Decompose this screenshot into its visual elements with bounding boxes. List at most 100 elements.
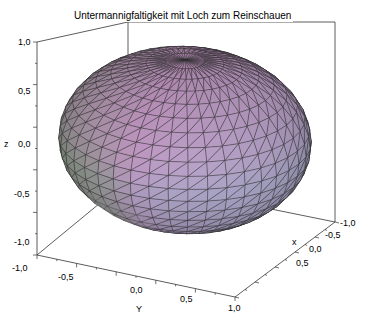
tick-mark: [76, 263, 77, 267]
mesh-facet: [86, 174, 99, 186]
axis-label: Y: [136, 305, 142, 314]
tick-mark: [33, 127, 37, 128]
mesh-facet: [177, 79, 186, 91]
mesh-facet: [169, 147, 188, 161]
tick-mark: [35, 191, 37, 192]
mesh-facet: [165, 58, 185, 60]
mesh-facet: [198, 90, 209, 104]
mesh-facet: [210, 89, 221, 103]
mesh-facet: [85, 161, 99, 174]
mesh-facet: [156, 118, 173, 132]
mesh-facet: [170, 133, 188, 148]
mesh-facet: [168, 189, 188, 201]
mesh-facet: [188, 176, 208, 189]
y-tick-label: 0,5: [180, 295, 193, 304]
mesh-facet: [75, 167, 86, 179]
mesh-facet: [187, 91, 199, 104]
mesh-facet: [168, 161, 187, 175]
mesh-facet: [208, 174, 227, 189]
mesh-facet: [159, 104, 175, 118]
z-tick-label: -0,5: [14, 190, 30, 199]
tick-mark: [235, 297, 236, 301]
mesh-facet: [169, 201, 188, 211]
mesh-facet: [178, 49, 181, 54]
mesh-facet: [178, 46, 184, 48]
mesh-facet: [188, 211, 207, 220]
tick-mark: [155, 280, 156, 284]
mesh-facet: [204, 78, 213, 91]
z-tick-label: 0,0: [18, 140, 31, 149]
tick-mark: [195, 289, 196, 293]
tick-mark: [33, 255, 37, 256]
mesh-facet: [185, 60, 194, 68]
tick-mark: [56, 259, 57, 261]
mesh-facet: [175, 91, 187, 104]
mesh-facet: [185, 58, 204, 60]
mesh-facet: [171, 118, 187, 132]
mesh-facet: [199, 56, 216, 57]
mesh-facet: [98, 166, 114, 179]
tick-mark: [33, 42, 37, 43]
mesh-facet: [226, 172, 244, 188]
mesh-facet: [99, 152, 117, 166]
mesh-facet: [207, 199, 227, 211]
mesh-facet: [188, 133, 206, 148]
tick-mark: [295, 252, 299, 253]
tick-mark: [96, 268, 97, 270]
mesh-facet: [133, 57, 150, 59]
mesh-facet: [222, 144, 238, 161]
mesh-facet: [99, 179, 114, 191]
mesh-facet: [207, 188, 226, 201]
mesh-facet: [168, 175, 188, 188]
mesh-facet: [207, 161, 225, 176]
mesh-facet: [188, 162, 207, 176]
mesh-facet: [169, 148, 188, 163]
mesh-facet: [113, 170, 131, 183]
tick-mark: [315, 237, 319, 238]
x-tick-label: 0,5: [296, 259, 309, 268]
mesh-facet: [133, 145, 153, 159]
mesh-facet: [176, 60, 185, 68]
axis-ticks: [33, 42, 339, 301]
mesh-facet: [178, 49, 184, 54]
y-tick-label: -1,0: [12, 264, 28, 273]
mesh-facet: [179, 60, 185, 69]
tick-mark: [33, 212, 37, 213]
axes-box: [37, 22, 335, 297]
mesh-facet: [219, 115, 234, 131]
mesh-facet: [185, 60, 197, 68]
mesh-facet: [151, 147, 170, 161]
z-tick-label: 0,5: [18, 87, 31, 96]
mesh-facet: [288, 151, 298, 170]
plot-title: Untermannigfaltigkeit mit Loch zum Reins…: [72, 10, 293, 22]
mesh-facet: [205, 210, 225, 220]
mesh-facet: [173, 104, 187, 118]
mesh-facet: [181, 49, 184, 54]
mesh-facet: [207, 188, 226, 201]
mesh-facet: [205, 146, 222, 162]
tick-mark: [116, 272, 117, 276]
x-tick-label: -1,0: [340, 219, 356, 228]
mesh-facet: [169, 79, 180, 91]
mesh-facet: [275, 158, 287, 177]
mesh-facet: [131, 159, 151, 173]
x-tick-label: -0,5: [325, 231, 341, 240]
mesh-facet: [150, 57, 167, 59]
y-tick-label: 1,0: [228, 304, 241, 313]
mesh-facet: [170, 219, 188, 226]
mesh-facet: [180, 69, 186, 79]
tick-mark: [285, 260, 287, 261]
mesh-facet: [146, 103, 163, 117]
tick-mark: [35, 148, 37, 149]
mesh-facet: [166, 57, 185, 60]
mesh-facet: [187, 118, 203, 133]
tick-mark: [35, 233, 37, 234]
mesh-facet: [207, 161, 226, 176]
tick-mark: [305, 245, 307, 246]
tick-mark: [136, 276, 137, 278]
mesh-facet: [171, 118, 187, 133]
mesh-facet: [164, 91, 178, 104]
mesh-facet: [203, 117, 218, 133]
mesh-facet: [185, 60, 192, 69]
mesh-facet: [149, 175, 169, 188]
